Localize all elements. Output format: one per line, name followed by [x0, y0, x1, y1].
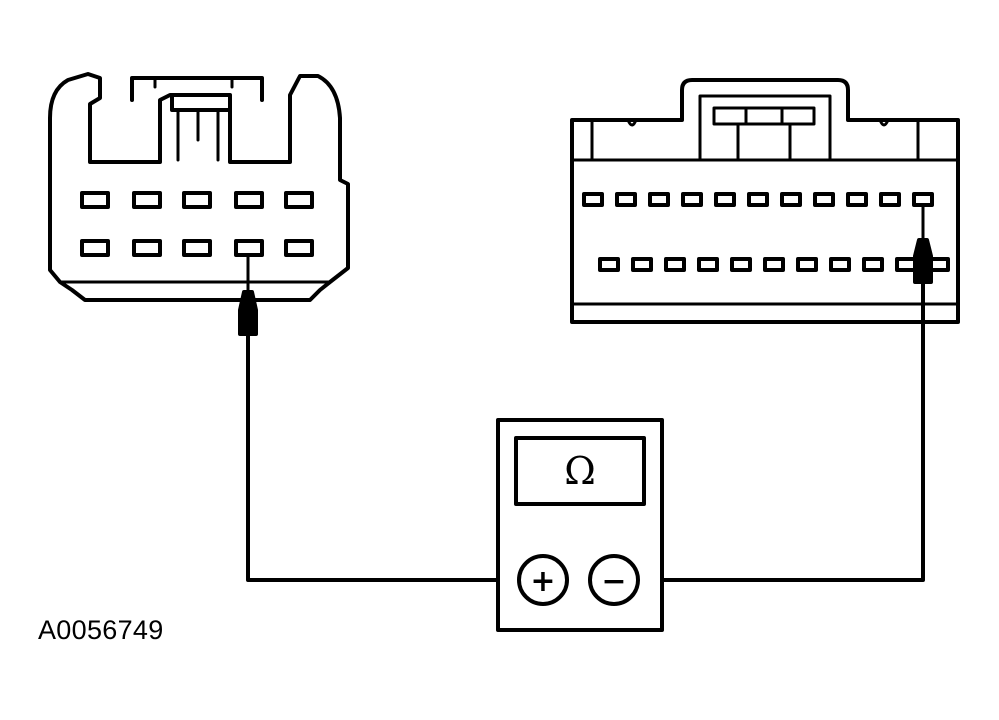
right-pin	[714, 192, 736, 207]
left-pin-tested	[234, 239, 264, 257]
right-pin	[796, 257, 818, 272]
left-connector-lock-tab	[176, 108, 220, 162]
left-pin	[80, 239, 110, 257]
right-pin	[648, 192, 670, 207]
right-pin	[747, 192, 769, 207]
left-connector	[48, 72, 350, 302]
right-pin	[829, 257, 851, 272]
left-probe	[238, 253, 258, 336]
right-pin	[813, 192, 835, 207]
right-pin	[846, 192, 868, 207]
figure-id: A0056749	[38, 615, 164, 645]
multimeter	[496, 418, 664, 632]
right-pin	[615, 192, 637, 207]
right-pin	[895, 257, 917, 272]
left-pin	[234, 191, 264, 209]
right-probe	[913, 203, 933, 284]
right-pin	[763, 257, 785, 272]
right-connector-latch	[698, 94, 832, 162]
left-pin	[284, 191, 314, 209]
multimeter-display	[514, 436, 646, 506]
left-pin	[182, 191, 212, 209]
left-connector-latch	[130, 76, 264, 102]
left-pin	[80, 191, 110, 209]
left-pin	[182, 239, 212, 257]
right-connector-housing	[570, 78, 960, 324]
right-pin	[582, 192, 604, 207]
right-pin	[697, 257, 719, 272]
right-pin	[631, 257, 653, 272]
positive-test-lead	[246, 332, 520, 582]
positive-symbol: +	[530, 564, 555, 599]
left-pin	[284, 239, 314, 257]
negative-symbol: −	[601, 564, 626, 599]
right-pin	[681, 192, 703, 207]
negative-test-lead	[638, 280, 925, 582]
right-connector	[570, 78, 960, 324]
negative-terminal	[588, 554, 640, 606]
positive-terminal	[517, 554, 569, 606]
left-connector-latch-inner	[170, 94, 232, 112]
left-connector-housing	[48, 72, 350, 302]
right-pin	[598, 257, 620, 272]
right-pin	[879, 192, 901, 207]
left-pin	[132, 191, 162, 209]
right-pin	[862, 257, 884, 272]
right-pin	[780, 192, 802, 207]
left-pin	[132, 239, 162, 257]
right-pin-tested	[912, 192, 934, 207]
right-pin	[664, 257, 686, 272]
ohm-symbol: Ω	[564, 449, 596, 493]
right-pin	[730, 257, 752, 272]
